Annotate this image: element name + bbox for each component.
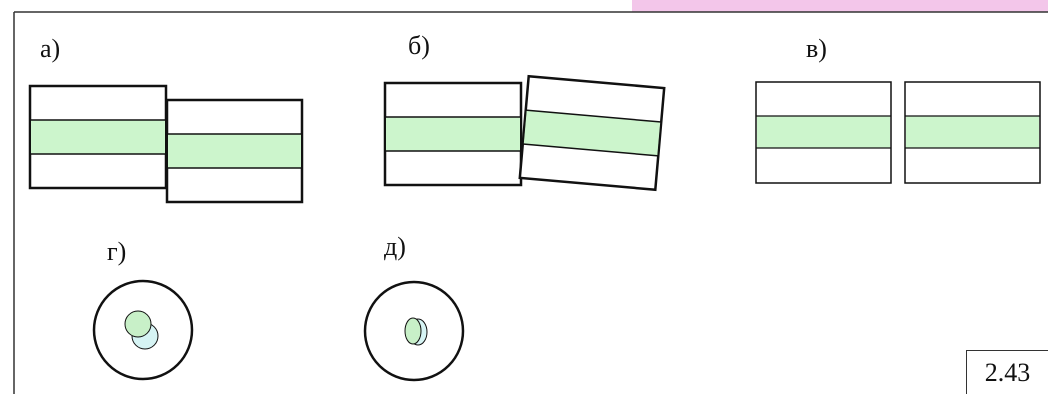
label-d: д) [384,232,406,261]
diagram-g-circle-offset-spots [92,279,194,381]
label-b: б) [408,31,430,60]
diagram-d-circle-coincident-spots [363,280,465,382]
label-a: а) [40,34,61,63]
diagram-a-offset-plates [28,84,304,204]
diagram-v-aligned-plates [755,81,1041,184]
label-g: г) [107,237,127,266]
figure-number: 2.43 [966,350,1048,394]
label-v: в) [806,34,827,63]
diagram-b-tilted-plates [383,74,666,192]
header-accent-fragment [632,0,1048,13]
